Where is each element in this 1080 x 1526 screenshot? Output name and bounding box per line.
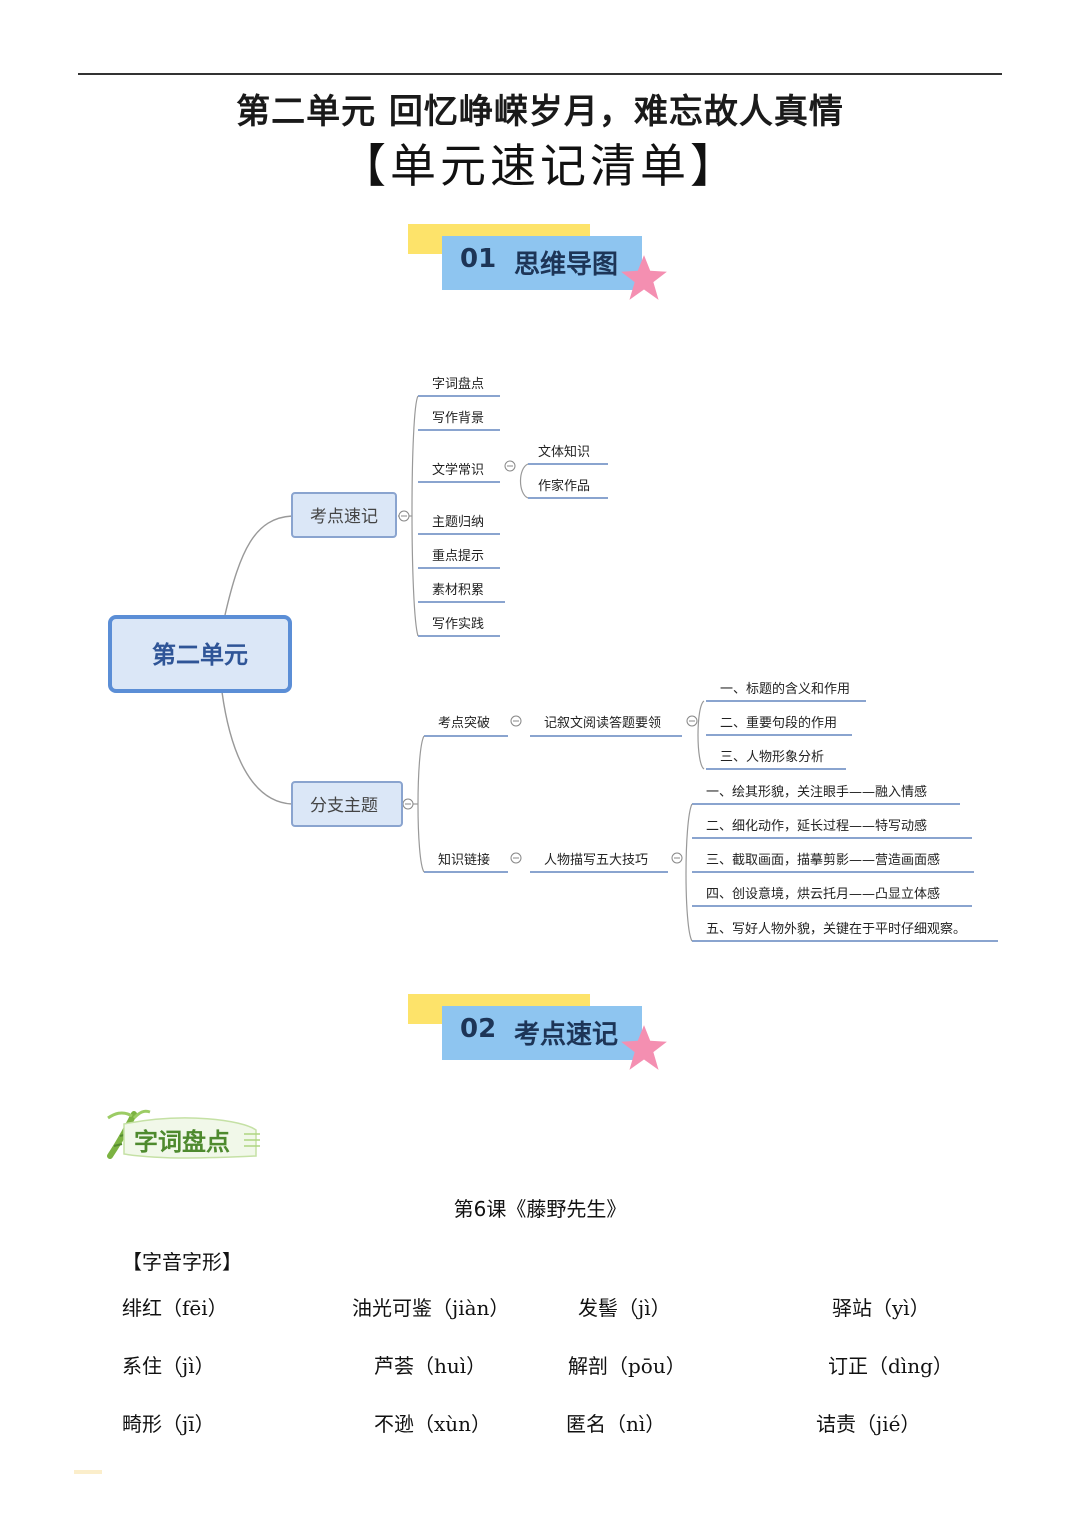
- bottom-mark: [74, 1470, 102, 1474]
- star-icon: [621, 1025, 667, 1070]
- banner-blue-box: [442, 236, 642, 290]
- lesson-title: 第6课《藤野先生》: [453, 1197, 627, 1221]
- branch-label-1: 考点速记: [310, 507, 378, 527]
- word-entry: 匿名（nì）: [566, 1412, 666, 1436]
- mm-leaf: 三、截取画面，描摹剪影——营造画面感: [706, 852, 940, 868]
- banner-label: 考点速记: [514, 1020, 619, 1050]
- mm-item: 写作背景: [432, 411, 484, 426]
- banner-blue-box: [442, 1006, 642, 1060]
- mm-item: 人物描写五大技巧: [544, 853, 648, 868]
- word-entry: 不逊（xùn）: [374, 1412, 492, 1436]
- branch-label-2: 分支主题: [310, 796, 378, 816]
- mm-item: 重点提示: [432, 548, 484, 564]
- word-entry: 诘责（jié）: [816, 1412, 921, 1436]
- word-review-label: 字词盘点: [134, 1128, 230, 1156]
- mm-leaf: 三、人物形象分析: [720, 750, 824, 765]
- mm-item: 考点突破: [438, 715, 490, 731]
- mm-item: 素材积累: [432, 583, 484, 598]
- star-icon: [621, 255, 667, 300]
- word-entry: 畸形（jī）: [122, 1412, 215, 1436]
- mm-leaf: 四、创设意境，烘云托月——凸显立体感: [706, 886, 940, 902]
- branch-node-2: [291, 781, 403, 827]
- banner-label: 思维导图: [514, 250, 619, 280]
- word-entry: 油光可鉴（jiàn）: [352, 1296, 510, 1320]
- mm-item: 主题归纳: [432, 515, 484, 530]
- page-title: 第二单元 回忆峥嵘岁月，难忘故人真情: [236, 92, 844, 132]
- mm-sub-item: 文体知识: [538, 444, 590, 460]
- word-review-badge: 字词盘点: [92, 1104, 272, 1164]
- mm-leaf: 一、标题的含义和作用: [720, 681, 850, 697]
- mm-leaf: 一、绘其形貌，关注眼手——融入情感: [706, 784, 927, 800]
- mm-leaf: 五、写好人物外貌，关键在于平时仔细观察。: [706, 922, 966, 937]
- word-entry: 发髻（jì）: [578, 1296, 671, 1320]
- mm-item: 知识链接: [438, 852, 490, 868]
- top-rule: [78, 73, 1002, 75]
- word-entry: 芦荟（huì）: [374, 1354, 487, 1378]
- mm-sub-item: 作家作品: [538, 478, 590, 494]
- section-banner-01: 01 思维导图: [408, 224, 678, 306]
- word-entry: 系住（jì）: [122, 1354, 215, 1378]
- mm-leaf: 二、重要句段的作用: [720, 715, 837, 731]
- mind-map: 第二单元 考点速记 分支主题 字词盘点 写作背景 文学常识 主题归纳 重点提示 …: [108, 376, 998, 942]
- section-label: 【字音字形】: [122, 1250, 242, 1274]
- branch-node-1: [291, 492, 397, 538]
- mm-item: 记叙文阅读答题要领: [544, 715, 661, 731]
- word-entry: 解剖（pōu）: [568, 1354, 686, 1378]
- root-node: [108, 615, 292, 693]
- banner-number: 02: [460, 1014, 497, 1044]
- mm-item: 文学常识: [432, 462, 484, 478]
- bamboo-icon: [107, 1109, 260, 1159]
- mm-leaf: 二、细化动作，延长过程——特写动感: [706, 818, 927, 834]
- root-label: 第二单元: [152, 641, 248, 669]
- word-entry: 绯红（fēi）: [122, 1296, 228, 1320]
- word-entry: 驿站（yì）: [832, 1296, 930, 1320]
- mm-item: 写作实践: [432, 617, 484, 632]
- page-subtitle: 【单元速记清单】: [340, 139, 740, 193]
- word-entry: 订正（dìng）: [828, 1354, 953, 1378]
- mm-item: 字词盘点: [432, 376, 484, 392]
- banner-number: 01: [460, 244, 497, 274]
- section-banner-02: 02 考点速记: [408, 994, 678, 1076]
